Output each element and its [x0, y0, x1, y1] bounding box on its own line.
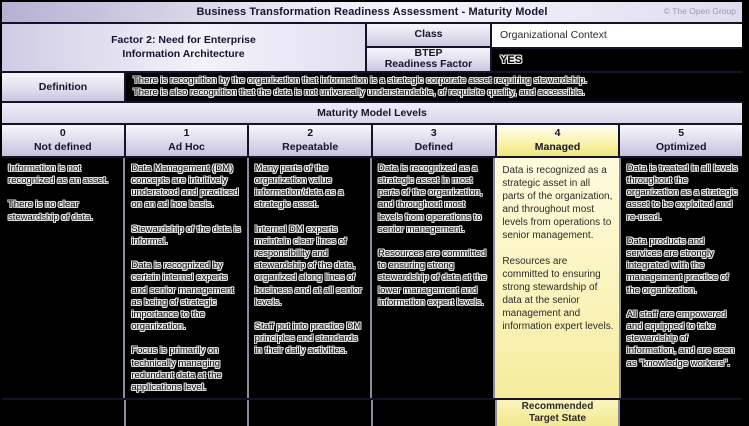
copyright-notice: © The Open Group — [663, 6, 736, 16]
level-number: 4 — [554, 127, 561, 140]
footer-cell-ad-hoc — [125, 399, 248, 426]
level-description-managed: Data is recognized as a strategic asset … — [495, 158, 619, 398]
level-description-ad-hoc: Data Management (DM) concepts are intuit… — [125, 158, 247, 398]
level-name: Ad Hoc — [168, 140, 205, 153]
footer-cell-repeatable — [249, 399, 372, 426]
level-number: 0 — [59, 127, 66, 140]
recommended-target-state-cell: Recommended Target State — [496, 399, 619, 426]
level-header-managed: 4 Managed — [496, 125, 619, 156]
page-title: Business Transformation Readiness Assess… — [196, 6, 548, 18]
level-description-repeatable: Many parts of the organization value inf… — [248, 158, 370, 398]
factor-name-cell: Factor 2: Need for Enterprise Informatio… — [2, 24, 365, 71]
level-number: 3 — [430, 127, 437, 140]
title-bar: Business Transformation Readiness Assess… — [2, 2, 742, 22]
factor-row: Factor 2: Need for Enterprise Informatio… — [2, 24, 742, 71]
footer-cell-defined — [373, 399, 495, 426]
level-header-not-defined: 0 Not defined — [2, 125, 124, 156]
level-header-defined: 3 Defined — [373, 125, 495, 156]
level-header-row: 0 Not defined 1 Ad Hoc 2 Repeatable 3 De… — [2, 125, 743, 156]
btep-readiness-factor-value: YES — [492, 48, 742, 71]
class-label: Class — [367, 24, 490, 46]
level-number: 5 — [678, 127, 685, 140]
level-header-optimized: 5 Optimized — [620, 125, 743, 156]
level-header-repeatable: 2 Repeatable — [249, 125, 372, 156]
factor-values-column: Organizational Context YES — [492, 24, 742, 71]
level-name: Not defined — [33, 140, 92, 153]
level-description-defined: Data is recognized as a strategic asset … — [371, 158, 494, 398]
factor-labels-column: Class BTEP Readiness Factor — [367, 24, 490, 71]
footer-cell-not-defined — [2, 399, 124, 426]
level-name: Defined — [414, 140, 454, 153]
level-description-row: Information is not recognized as an asse… — [2, 158, 742, 398]
footer-cell-optimized — [620, 399, 743, 426]
level-number: 2 — [307, 127, 314, 140]
definition-row: Definition There is recognition by the o… — [2, 73, 742, 101]
level-name: Repeatable — [282, 140, 339, 153]
definition-label: Definition — [2, 73, 124, 101]
level-name: Managed — [534, 140, 581, 153]
level-description-not-defined: Information is not recognized as an asse… — [2, 158, 124, 398]
btep-readiness-factor-label: BTEP Readiness Factor — [367, 47, 490, 71]
footer-row: Recommended Target State — [2, 399, 743, 426]
level-name: Optimized — [655, 140, 707, 153]
level-description-optimized: Data is treated in all levels throughout… — [620, 158, 742, 398]
class-value: Organizational Context — [492, 24, 742, 47]
maturity-levels-title: Maturity Model Levels — [2, 103, 742, 123]
level-header-ad-hoc: 1 Ad Hoc — [125, 125, 248, 156]
btep-value-text: YES — [500, 53, 523, 66]
definition-text: There is recognition by the organization… — [126, 73, 742, 101]
level-number: 1 — [183, 127, 190, 140]
